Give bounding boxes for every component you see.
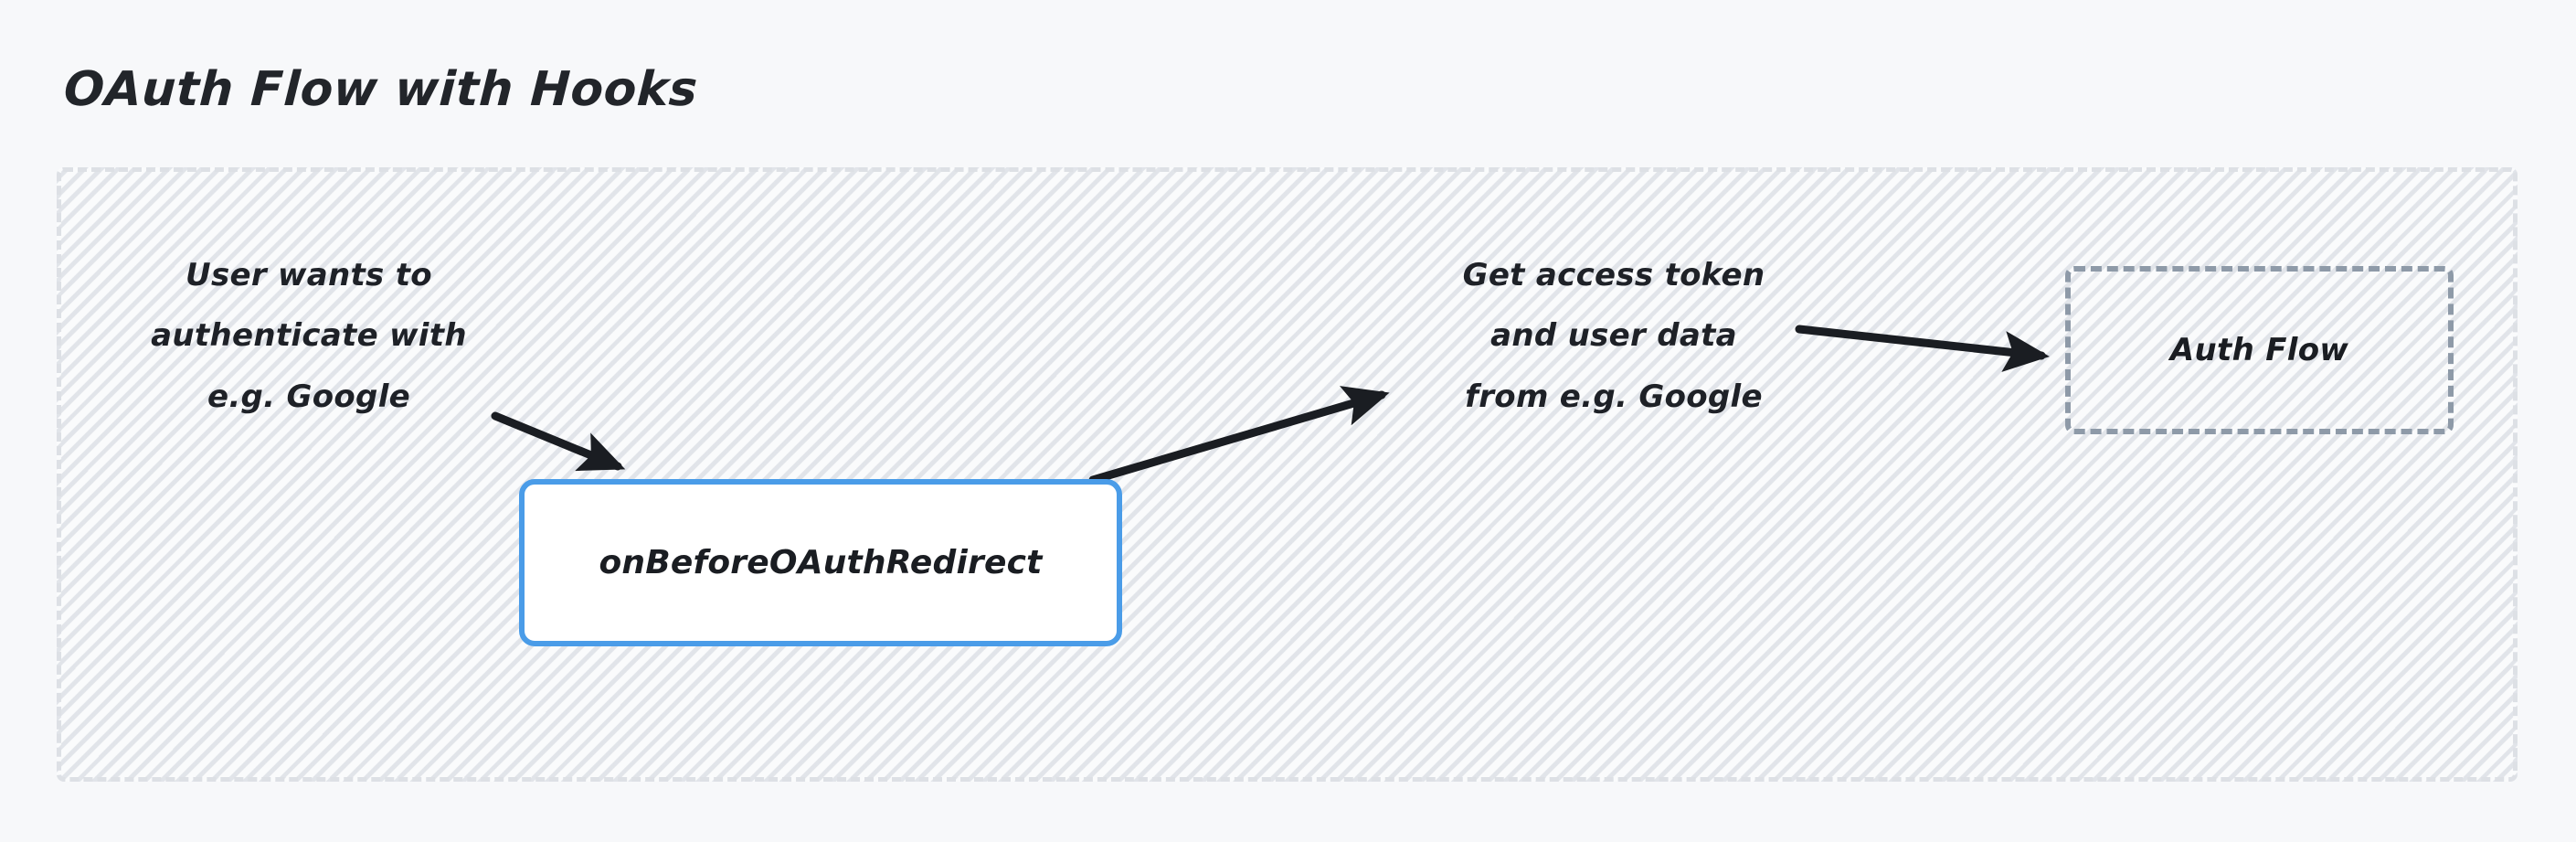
node-on-before-oauth-redirect-label: onBeforeOAuthRedirect — [599, 544, 1043, 581]
label-user-wants-to-authenticate: User wants to authenticate with e.g. Goo… — [151, 257, 467, 415]
page-title: OAuth Flow with Hooks — [62, 62, 700, 117]
node-auth-flow-label: Auth Flow — [2169, 332, 2349, 368]
node-on-before-oauth-redirect[interactable]: onBeforeOAuthRedirect — [519, 479, 1122, 646]
label-get-access-token: Get access token and user data from e.g.… — [1462, 257, 1765, 415]
node-auth-flow[interactable]: Auth Flow — [2065, 266, 2454, 434]
